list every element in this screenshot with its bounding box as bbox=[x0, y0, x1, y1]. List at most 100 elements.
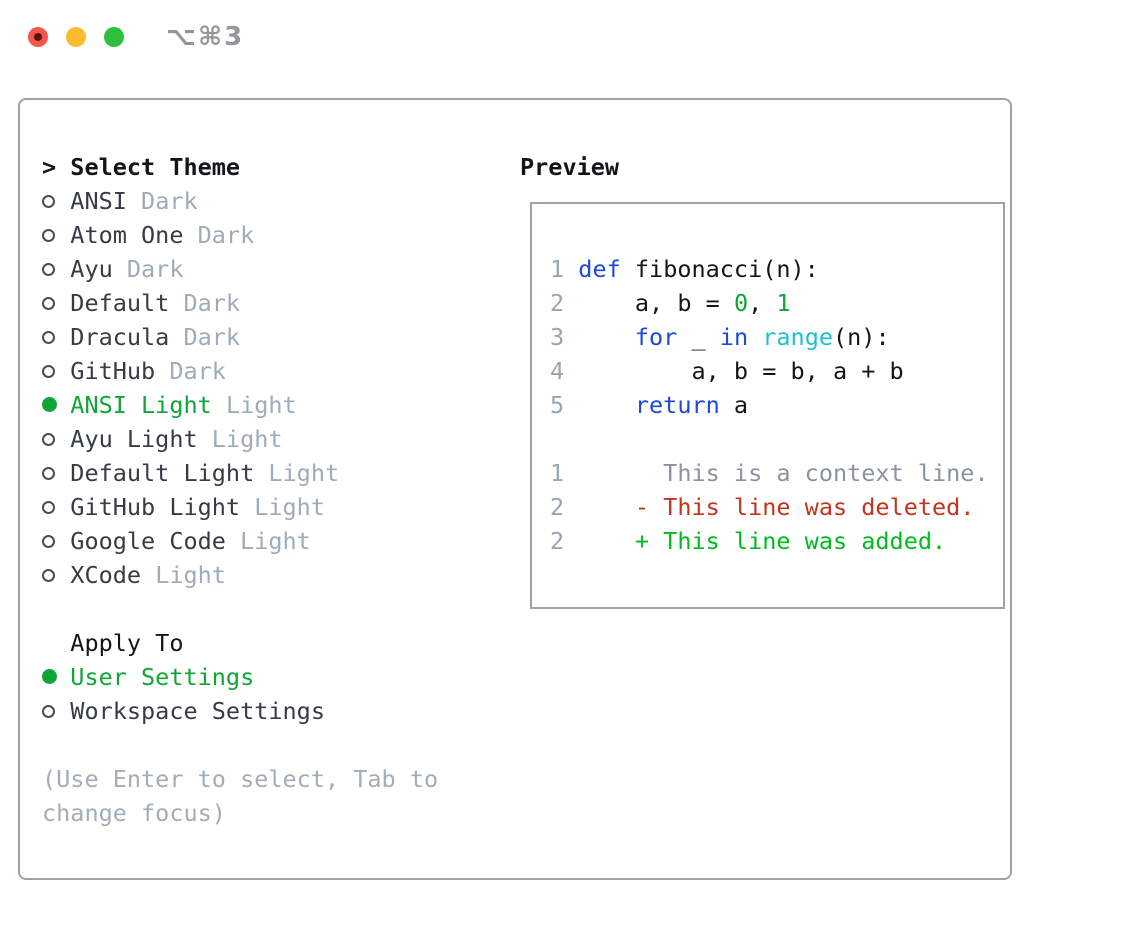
code-line: 5 return a bbox=[550, 388, 989, 422]
diff-line: 2 + This line was added. bbox=[550, 524, 989, 558]
preview-box: 1 def fibonacci(n): 2 a, b = 0, 1 3 for _ … bbox=[530, 202, 1005, 609]
radio-icon bbox=[42, 705, 55, 718]
theme-item[interactable]: Default Dark bbox=[42, 286, 482, 320]
theme-item[interactable]: GitHub Dark bbox=[42, 354, 482, 388]
theme-name: ANSI bbox=[70, 187, 142, 215]
radio-icon bbox=[42, 433, 55, 446]
theme-variant: Dark bbox=[141, 187, 198, 215]
radio-icon bbox=[42, 501, 55, 514]
code-segment bbox=[748, 323, 762, 351]
zoom-button-icon[interactable] bbox=[104, 27, 124, 47]
theme-name: GitHub bbox=[70, 357, 170, 385]
code-segment bbox=[578, 493, 635, 521]
theme-name: Google Code bbox=[70, 527, 241, 555]
theme-item[interactable]: ANSI Light Light bbox=[42, 388, 482, 422]
help-text: (Use Enter to select, Tab to change focu… bbox=[42, 765, 453, 827]
theme-item[interactable]: Ayu Light Light bbox=[42, 422, 482, 456]
radio-icon bbox=[42, 263, 55, 276]
radio-icon bbox=[42, 467, 55, 480]
theme-name: ANSI Light bbox=[70, 391, 226, 419]
theme-variant: Light bbox=[155, 561, 226, 589]
theme-variant: Dark bbox=[183, 289, 241, 317]
theme-item[interactable]: Dracula Dark bbox=[42, 320, 482, 354]
code-segment: 0 bbox=[733, 289, 749, 317]
apply-option-label: Workspace Settings bbox=[70, 697, 325, 725]
code-segment: for bbox=[634, 323, 678, 351]
diff-line: 2 - This line was deleted. bbox=[550, 490, 989, 524]
code-segment: This is a context line. bbox=[578, 459, 989, 487]
code-segment: - This line was deleted. bbox=[634, 493, 975, 521]
code-segment: + This line was added. bbox=[634, 527, 947, 555]
line-number: 2 bbox=[550, 527, 579, 555]
radio-icon bbox=[42, 365, 55, 378]
line-number: 3 bbox=[550, 323, 579, 351]
line-number: 1 bbox=[550, 459, 579, 487]
line-number: 4 bbox=[550, 357, 579, 385]
theme-item[interactable]: Default Light Light bbox=[42, 456, 482, 490]
close-button-icon[interactable] bbox=[28, 27, 48, 47]
theme-variant: Light bbox=[225, 391, 297, 419]
line-number: 2 bbox=[550, 289, 579, 317]
titlebar: ⌥⌘3 bbox=[0, 0, 1140, 74]
line-number: 2 bbox=[550, 493, 579, 521]
theme-variant: Dark bbox=[183, 323, 241, 351]
radio-icon bbox=[42, 297, 55, 310]
apply-option[interactable]: Workspace Settings bbox=[42, 694, 482, 728]
theme-name: GitHub Light bbox=[70, 493, 255, 521]
code-segment: 1 bbox=[776, 289, 791, 317]
theme-item[interactable]: XCode Light bbox=[42, 558, 482, 592]
code-segment: , bbox=[748, 289, 777, 317]
window-title: ⌥⌘3 bbox=[166, 22, 245, 52]
spacer bbox=[42, 728, 482, 762]
code-segment bbox=[578, 391, 635, 419]
theme-variant: Dark bbox=[169, 357, 226, 385]
radio-icon bbox=[42, 195, 55, 208]
preview-header: Preview bbox=[520, 153, 620, 181]
diff-block: 1 This is a context line.2 - This line w… bbox=[550, 456, 989, 558]
theme-item[interactable]: ANSI Dark bbox=[42, 184, 482, 218]
theme-variant: Light bbox=[240, 527, 311, 555]
line-number: 5 bbox=[550, 391, 579, 419]
apply-option-label: User Settings bbox=[70, 663, 255, 691]
theme-name: Ayu Light bbox=[70, 425, 212, 453]
theme-name: XCode bbox=[70, 561, 156, 589]
preview-panel: Preview 1 def fibonacci(n): 2 a, b = 0, 1… bbox=[502, 150, 1014, 609]
minimize-button-icon[interactable] bbox=[66, 27, 86, 47]
code-segment: range bbox=[762, 323, 833, 351]
radio-icon bbox=[42, 535, 55, 548]
diff-line: 1 This is a context line. bbox=[550, 456, 989, 490]
theme-variant: Dark bbox=[197, 221, 255, 249]
code-segment bbox=[578, 527, 635, 555]
theme-item[interactable]: GitHub Light Light bbox=[42, 490, 482, 524]
apply-to-header: Apply To bbox=[70, 629, 184, 657]
theme-item[interactable]: Atom One Dark bbox=[42, 218, 482, 252]
radio-icon bbox=[42, 569, 55, 582]
code-segment: (n): bbox=[833, 323, 890, 351]
theme-variant: Light bbox=[211, 425, 283, 453]
theme-name: Atom One bbox=[70, 221, 198, 249]
code-segment: fibonacci(n): bbox=[620, 255, 819, 283]
code-block: 1 def fibonacci(n): 2 a, b = 0, 1 3 for _ … bbox=[550, 252, 989, 422]
code-segment: _ bbox=[677, 323, 720, 351]
spacer bbox=[42, 592, 482, 626]
code-segment: a, b = b, a + b bbox=[578, 357, 904, 385]
theme-variant: Light bbox=[254, 493, 325, 521]
selection-cursor-icon: > bbox=[42, 153, 57, 181]
code-line: 1 def fibonacci(n): bbox=[550, 252, 989, 286]
theme-item[interactable]: Google Code Light bbox=[42, 524, 482, 558]
theme-variant: Light bbox=[268, 459, 340, 487]
apply-option[interactable]: User Settings bbox=[42, 660, 482, 694]
code-line: 4 a, b = b, a + b bbox=[550, 354, 989, 388]
theme-name: Default Light bbox=[70, 459, 269, 487]
theme-item[interactable]: Ayu Dark bbox=[42, 252, 482, 286]
theme-variant: Dark bbox=[126, 255, 184, 283]
code-line: 3 for _ in range(n): bbox=[550, 320, 989, 354]
radio-icon bbox=[42, 331, 55, 344]
select-theme-header-label: Select Theme bbox=[70, 153, 241, 181]
code-segment: a, b = bbox=[578, 289, 734, 317]
